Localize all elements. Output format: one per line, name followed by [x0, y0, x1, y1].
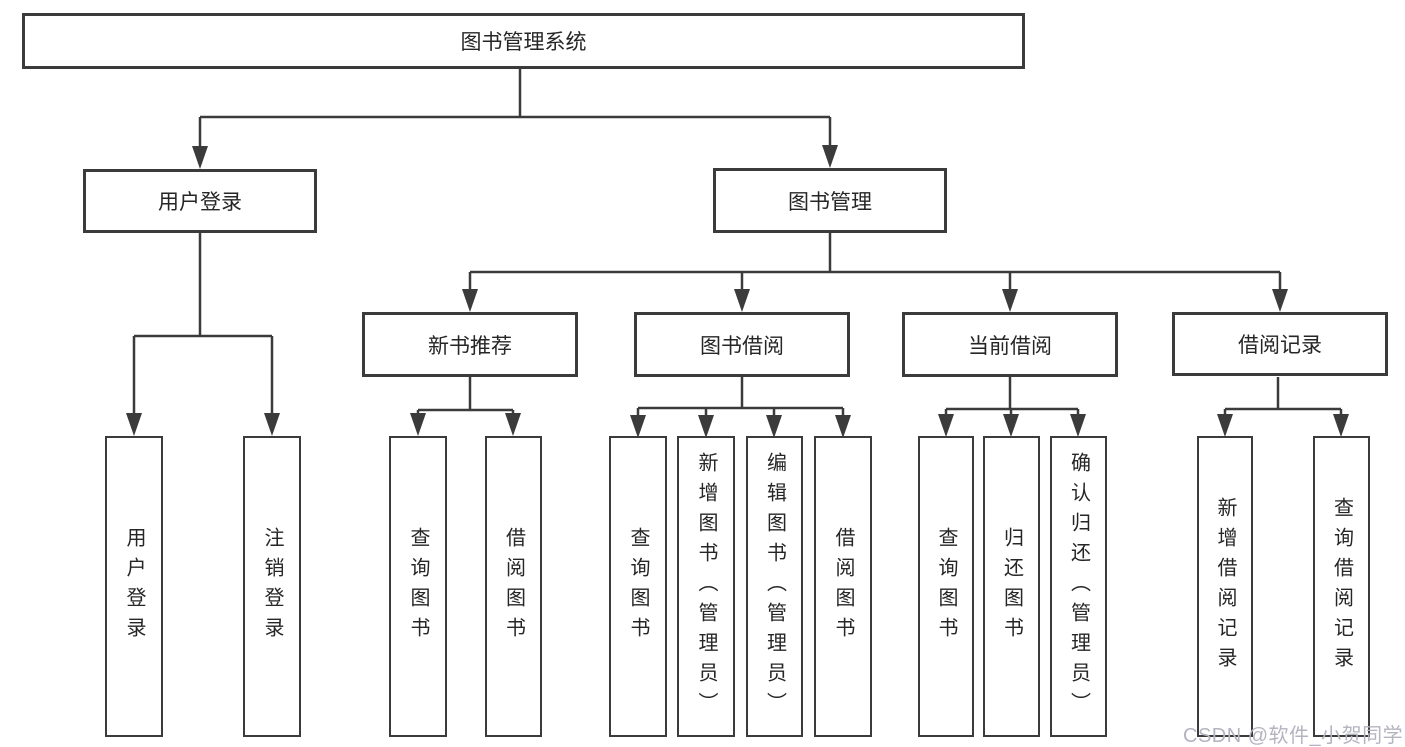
- node-logout: 注销登录: [243, 436, 301, 737]
- arrowheads: [126, 145, 1349, 438]
- node-cb-query-books: 查询图书: [918, 436, 974, 737]
- node-bb-add-books-admin: 新增图书（管理员）: [677, 436, 735, 737]
- node-book-management: 图书管理: [713, 168, 947, 233]
- node-cb-return-books: 归还图书: [983, 436, 1040, 737]
- node-root: 图书管理系统: [22, 13, 1025, 69]
- node-borrow-records: 借阅记录: [1172, 312, 1388, 376]
- node-book-borrow: 图书借阅: [634, 312, 850, 377]
- node-br-add-record: 新增借阅记录: [1197, 436, 1253, 737]
- node-nb-borrow-books: 借阅图书: [485, 436, 542, 737]
- watermark: CSDN @软件_小贺同学: [1183, 725, 1404, 747]
- node-current-borrow: 当前借阅: [902, 312, 1118, 377]
- node-bb-edit-books-admin: 编辑图书（管理员）: [746, 436, 803, 737]
- node-bb-query-books: 查询图书: [609, 436, 667, 737]
- node-br-query-record: 查询借阅记录: [1313, 436, 1370, 737]
- node-bb-borrow-books: 借阅图书: [814, 436, 872, 737]
- node-user-login-leaf: 用户登录: [105, 436, 163, 737]
- node-cb-confirm-return-admin: 确认归还（管理员）: [1050, 436, 1107, 737]
- node-nb-query-books: 查询图书: [389, 436, 447, 737]
- node-new-book-recommend: 新书推荐: [362, 312, 578, 377]
- node-user-login: 用户登录: [83, 169, 317, 233]
